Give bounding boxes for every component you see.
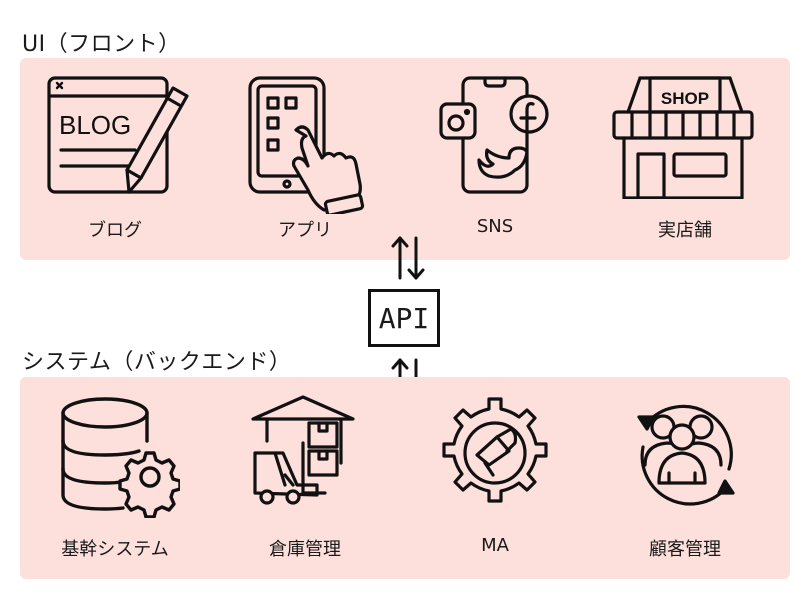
front-item-label: アプリ [278, 220, 332, 241]
marketing-gear-icon [442, 397, 548, 503]
back-item-core-system: 基幹システム [20, 377, 210, 579]
app-tablet-icon [248, 76, 365, 214]
database-gear-icon [61, 397, 180, 518]
sns-phone-icon [439, 76, 549, 194]
back-item-ma: MA [400, 377, 590, 579]
front-item-label: SNS [476, 216, 514, 237]
warehouse-forklift-icon [251, 395, 355, 505]
front-item-shop: SHOP 実店舗 [590, 58, 780, 260]
front-item-sns: SNS [400, 58, 590, 260]
back-item-customer: 顧客管理 [590, 377, 780, 579]
blog-icon: BLOG [47, 76, 189, 194]
front-item-label: 実店舗 [658, 220, 712, 241]
front-panel: BLOG ブログ アプリ [20, 58, 790, 260]
front-item-label: ブログ [88, 220, 142, 241]
back-item-label: 顧客管理 [649, 539, 721, 560]
back-panel: 基幹システム 倉庫管理 [20, 377, 790, 579]
bidirectional-arrow-icon [391, 236, 425, 280]
front-section-title: UI（フロント） [22, 32, 181, 57]
back-item-label: 倉庫管理 [269, 539, 341, 560]
back-item-warehouse: 倉庫管理 [210, 377, 400, 579]
shop-icon: SHOP [612, 76, 754, 199]
front-item-blog: BLOG ブログ [20, 58, 210, 260]
svg-text:BLOG: BLOG [59, 110, 131, 140]
back-item-label: MA [481, 535, 509, 556]
api-box: API [368, 289, 440, 347]
back-item-label: 基幹システム [61, 539, 169, 560]
api-label: API [378, 301, 430, 335]
customer-cycle-icon [637, 404, 735, 506]
svg-text:SHOP: SHOP [661, 89, 709, 108]
back-section-title: システム（バックエンド） [22, 350, 292, 375]
front-item-app: アプリ [210, 58, 400, 260]
